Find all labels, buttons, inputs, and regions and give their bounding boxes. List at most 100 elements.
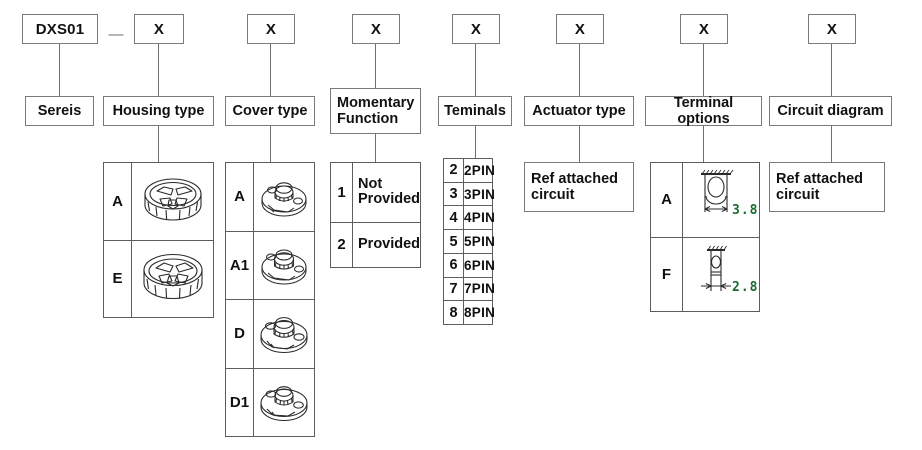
option-key-termopt-f: F (651, 237, 683, 311)
option-key-termopt-a: A (651, 163, 683, 237)
option-value-terminals-6: 6PIN (464, 257, 496, 273)
option-value-terminals-8: 8PIN (464, 305, 496, 321)
label-series: Sereis (25, 96, 94, 126)
option-key-momentary-2: 2 (331, 222, 353, 267)
table-row[interactable]: 1 Not Provided (331, 163, 420, 223)
connector-series (59, 44, 61, 96)
option-value-terminals-7: 7PIN (464, 281, 496, 297)
option-key-terminals-8: 8 (444, 301, 464, 325)
option-value-terminals-5: 5PIN (464, 234, 496, 250)
option-key-terminals-2: 2 (444, 159, 464, 182)
option-value-terminals-2: 2PIN (464, 162, 496, 178)
code-box-actuator-type: X (556, 14, 604, 44)
label-momentary-function: Momentary Function (330, 88, 421, 134)
connector-housing-options (158, 126, 160, 162)
option-key-housing-a: A (104, 163, 132, 240)
table-row[interactable]: 3 3PIN (444, 182, 496, 207)
code-box-cover-type: X (247, 14, 295, 44)
code-box-terminals: X (452, 14, 500, 44)
note-circuit-line2: circuit (776, 187, 820, 203)
option-image-housing-a (132, 163, 213, 240)
terminal-blade-wide-icon: 3.8 (701, 169, 758, 218)
options-table-housing-type: A E (103, 162, 214, 318)
connector-momentary-function (375, 44, 377, 88)
note-circuit-diagram: Ref attached circuit (769, 162, 885, 212)
connector-actuator-type (579, 44, 581, 96)
option-value-terminals-3: 3PIN (464, 186, 496, 202)
connector-momentary-options (375, 134, 377, 162)
label-momentary-line2: Function (337, 111, 399, 127)
connector-cover-options (270, 126, 272, 162)
note-circuit-line1: Ref attached (776, 170, 864, 187)
table-row[interactable]: 7 7PIN (444, 277, 496, 302)
option-image-cover-d (254, 300, 314, 368)
terminal-blade-narrow-icon: 2.8 (701, 246, 758, 295)
table-row[interactable]: A (226, 163, 314, 232)
table-row[interactable]: E (104, 240, 213, 318)
options-table-cover-type: A (225, 162, 315, 437)
connector-cover-type (270, 44, 272, 96)
table-row[interactable]: 6 6PIN (444, 253, 496, 278)
connector-terminal-options (703, 44, 705, 96)
table-row[interactable]: D1 (226, 368, 314, 437)
connector-terminals-options (475, 126, 477, 158)
cover-render-a-icon (261, 182, 307, 217)
option-key-cover-d1: D1 (226, 368, 254, 436)
cover-render-a1-icon (261, 249, 307, 285)
cover-render-d1-icon (260, 386, 308, 422)
option-key-cover-a1: A1 (226, 231, 254, 299)
cover-render-d-icon (260, 316, 308, 353)
table-row[interactable]: 2 Provided (331, 222, 421, 267)
code-separator-dash: — (108, 26, 124, 43)
connector-terminals (475, 44, 477, 96)
code-box-housing-type: X (134, 14, 184, 44)
option-value-momentary-2: Provided (358, 236, 421, 252)
table-row[interactable]: 2 2PIN (444, 159, 496, 183)
connector-circuit-diagram (831, 44, 833, 96)
option-image-housing-e (132, 241, 213, 318)
table-row[interactable]: 8 8PIN (444, 301, 496, 325)
option-image-cover-a1 (254, 232, 314, 300)
connector-actuator-note (579, 126, 581, 162)
options-table-terminal-options: A 3.8 (650, 162, 760, 312)
momentary-1-line1: Not (358, 175, 383, 192)
label-cover-type: Cover type (225, 96, 315, 126)
option-key-momentary-1: 1 (331, 163, 353, 222)
option-key-terminals-7: 7 (444, 277, 464, 301)
options-table-momentary-function: 1 Not Provided 2 Provided (330, 162, 421, 268)
table-row[interactable]: A 3.8 (651, 163, 759, 238)
table-row[interactable]: F 2.8 (651, 237, 759, 312)
option-key-terminals-4: 4 (444, 206, 464, 230)
dimension-value-termopt-a: 3.8 (732, 203, 758, 218)
code-box-momentary-function: X (352, 14, 400, 44)
option-key-terminals-6: 6 (444, 253, 464, 277)
option-image-termopt-f: 2.8 (683, 238, 759, 312)
note-actuator-type: Ref attached circuit (524, 162, 634, 212)
option-image-cover-a (254, 163, 314, 231)
option-key-cover-d: D (226, 300, 254, 368)
table-row[interactable]: 5 5PIN (444, 230, 496, 254)
connector-terminal-option-table (703, 126, 705, 162)
option-key-terminals-3: 3 (444, 182, 464, 206)
table-row[interactable]: 4 4PIN (444, 206, 495, 231)
table-row[interactable]: D (226, 300, 314, 369)
option-image-cover-d1 (254, 369, 314, 437)
label-momentary-line1: Momentary (337, 94, 415, 111)
option-image-termopt-a: 3.8 (683, 163, 759, 237)
option-value-momentary-1: Not Provided (353, 163, 420, 222)
label-terminals: Teminals (438, 96, 512, 126)
dimension-value-termopt-f: 2.8 (732, 280, 758, 295)
housing-render-e-icon (142, 253, 203, 299)
table-row[interactable]: A1 (226, 231, 314, 300)
housing-render-a-icon (143, 178, 202, 221)
option-key-terminals-5: 5 (444, 230, 464, 253)
table-row[interactable]: A (104, 163, 213, 241)
options-table-terminals: 2 2PIN 3 3PIN 4 4PIN 5 5PIN 6 6PIN 7 7PI… (443, 158, 496, 325)
connector-circuit-note (831, 126, 833, 162)
option-key-cover-a: A (226, 163, 254, 231)
note-actuator-line2: circuit (531, 187, 575, 203)
momentary-1-line2: Provided (358, 191, 421, 208)
note-actuator-line1: Ref attached (531, 170, 619, 187)
label-actuator-type: Actuator type (524, 96, 634, 126)
